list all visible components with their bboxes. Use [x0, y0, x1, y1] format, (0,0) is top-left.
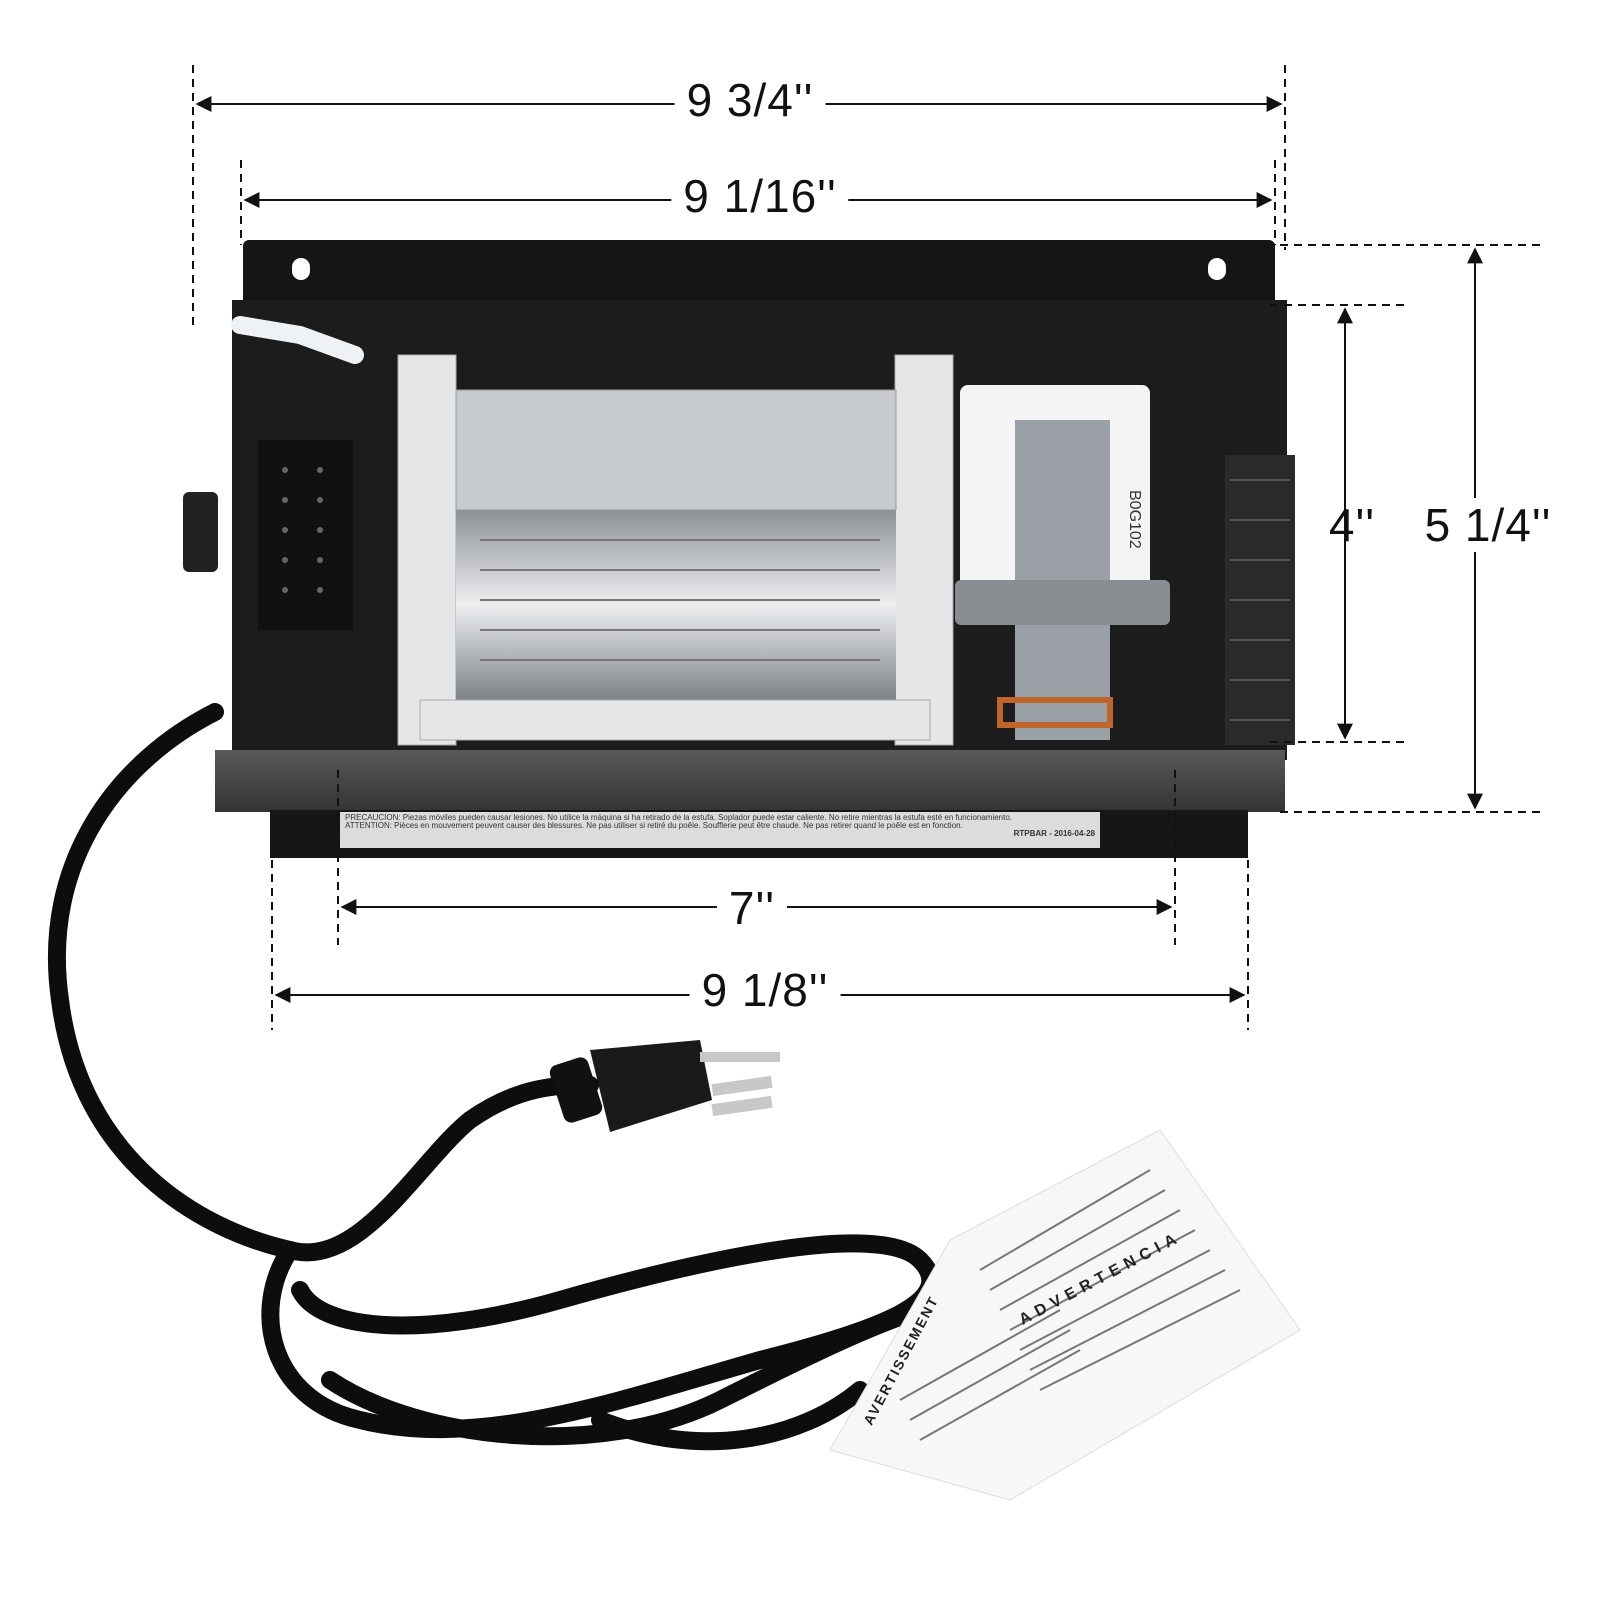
- blower-wheel: [456, 510, 896, 700]
- dimension-inner-height: 4'': [1328, 499, 1376, 551]
- wire-connector: [231, 316, 364, 364]
- warning-tag: [829, 1129, 1301, 1501]
- motor-label: B0G102: [1126, 490, 1143, 549]
- dimension-overall-height: 5 1/4'': [1424, 498, 1552, 552]
- blower-housing: B0G102: [183, 240, 1295, 858]
- dimension-mount-hole-spacing: 7'': [716, 881, 788, 935]
- dimension-bottom-width: 9 1/8'': [689, 963, 841, 1017]
- power-cord: [47, 703, 969, 1451]
- mount-slot-left: [292, 258, 310, 280]
- switch-block: [258, 440, 353, 630]
- warning-label: [340, 812, 1100, 848]
- warning-spanish: PRECAUCIÓN: Piezas móviles pueden causar…: [345, 814, 1013, 822]
- power-plug: [549, 1040, 780, 1132]
- mount-slot-right: [1208, 258, 1226, 280]
- warning-label-text: PRECAUCIÓN: Piezas móviles pueden causar…: [345, 814, 1095, 848]
- motor-shaft: [955, 580, 1170, 625]
- dimension-back-plate-width: 9 1/16'': [671, 169, 849, 223]
- dimension-overall-width: 9 3/4'': [674, 73, 826, 127]
- front-lip: [215, 750, 1285, 812]
- model-code: RTPBAR - 2016-04-28: [1013, 829, 1095, 838]
- warning-french: ATTENTION: Pièces en mouvement peuvent c…: [345, 822, 963, 830]
- speed-knob: [183, 492, 218, 572]
